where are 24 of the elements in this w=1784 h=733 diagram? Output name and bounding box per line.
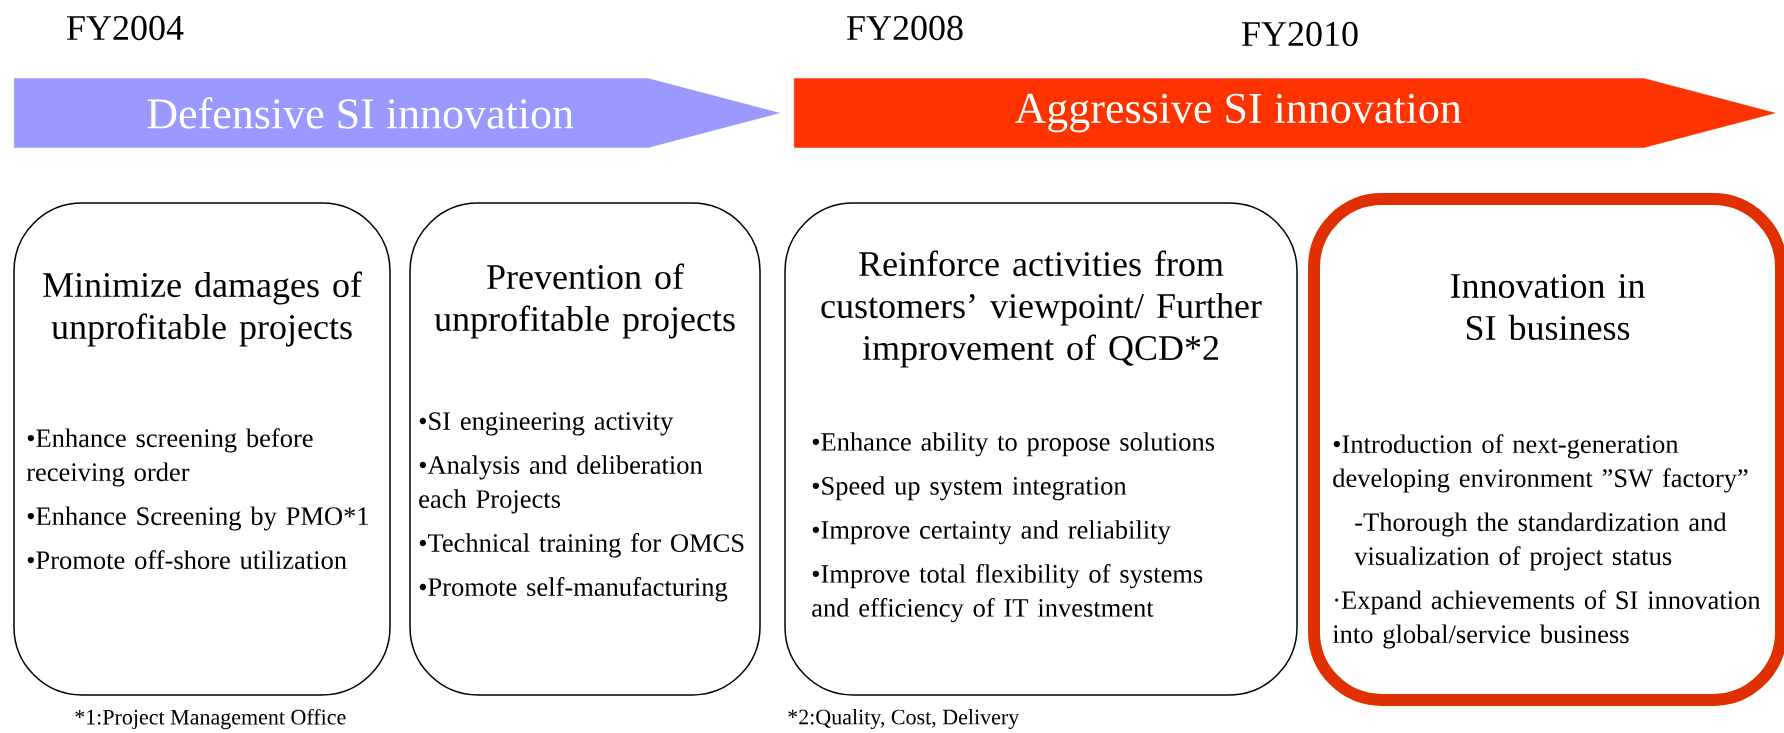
phase-banner: Defensive SI innovation <box>14 78 780 148</box>
footnote: *2:Quality, Cost, Delivery <box>788 709 1020 729</box>
box-heading: Reinforce activities from customers’ viewpoint/ Further improvement of QCD*2 <box>821 250 1262 368</box>
bullet-item: •Analysis and deliberation each Projects <box>419 455 703 514</box>
bullet-item: •Introduction of next-generation developing environment ”SW factory” <box>1333 434 1748 493</box>
year-label: FY2008 <box>847 15 963 41</box>
bullet-item: •Improve certainty and reliability <box>812 520 1171 545</box>
bullet-item: •Enhance ability to propose solutions <box>812 432 1215 457</box>
phase-banner: Aggressive SI innovation <box>794 78 1776 148</box>
bullet-item: -Thorough the standardization and visualization of project status <box>1354 512 1727 571</box>
bullet-item: •Enhance Screening by PMO*1 <box>27 506 368 531</box>
bullet-item: •Technical training for OMCS <box>419 533 744 558</box>
bullet-item: •Enhance screening before receiving order <box>26 428 313 487</box>
bullet-item: •SI engineering activity <box>419 412 674 436</box>
bullet-item: •Promote self-manufacturing <box>419 577 728 602</box>
bullet-item: •Promote off-shore utilization <box>27 550 347 570</box>
bullet-item: •Speed up system integration <box>812 476 1127 501</box>
box-heading: Innovation in SI business <box>1450 273 1645 341</box>
year-label: FY2004 <box>67 15 184 41</box>
bullet-item: •Improve total flexibility of systems and efficiency of IT investment <box>812 563 1203 623</box>
bullet-item: ·Expand achievements of SI innovation into global/service business <box>1332 590 1761 649</box>
box-heading: Minimize damages of unprofitable projects <box>43 271 362 347</box>
box-heading: Prevention of unprofitable projects <box>434 263 735 339</box>
footnote: *1:Project Management Office <box>75 708 346 730</box>
